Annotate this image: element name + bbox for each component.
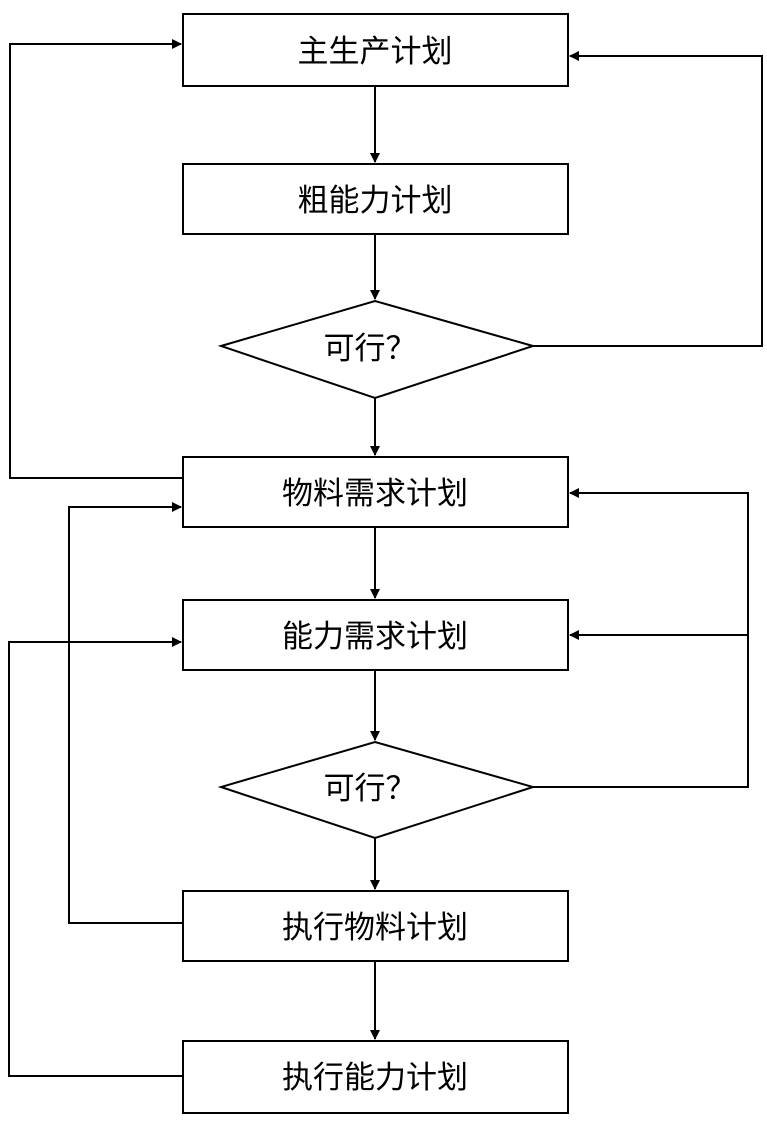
connectors <box>8 39 763 1077</box>
node-rough-capacity-label: 粗能力计划 <box>298 183 453 219</box>
decision-feasible-2-label: 可行？ <box>324 771 417 807</box>
node-capacity-requirements-label: 能力需求计划 <box>282 619 468 655</box>
decision-feasible-1-label: 可行？ <box>324 331 417 367</box>
node-material-requirements: 物料需求计划 <box>182 456 569 528</box>
loop-feasible1-to-master <box>533 51 763 347</box>
loop-exec-capacity-to-crp <box>8 637 183 1077</box>
node-execute-capacity: 执行能力计划 <box>182 1040 569 1114</box>
loop-exec-material-to-mrp <box>68 502 183 924</box>
node-execute-material-label: 执行物料计划 <box>282 910 468 946</box>
node-capacity-requirements: 能力需求计划 <box>182 599 569 671</box>
loop-feasible2-to-mrp <box>533 488 749 788</box>
node-master-schedule: 主生产计划 <box>182 13 569 87</box>
node-execute-material: 执行物料计划 <box>182 890 569 962</box>
decision-feasible-1: 可行？ <box>217 299 537 400</box>
loop-mrp-to-master <box>9 39 183 479</box>
node-master-schedule-label: 主生产计划 <box>298 34 453 70</box>
node-execute-capacity-label: 执行能力计划 <box>282 1060 468 1096</box>
node-rough-capacity: 粗能力计划 <box>182 163 569 235</box>
node-material-requirements-label: 物料需求计划 <box>282 476 468 512</box>
decision-feasible-2: 可行？ <box>217 740 537 840</box>
